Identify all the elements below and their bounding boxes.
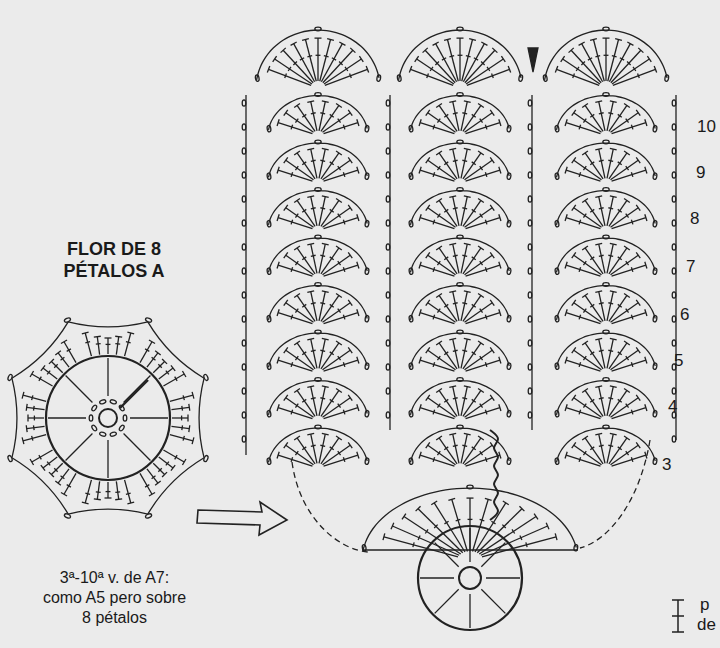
row-number: 4 (668, 398, 677, 416)
chart-caption: 3ª-10ª v. de A7: como A5 pero sobre 8 pé… (42, 568, 187, 628)
cut-off-text: p (700, 596, 709, 614)
row-number: 9 (696, 164, 705, 182)
row-number: 5 (674, 352, 683, 370)
chart-title: FLOR DE 8 PÉTALOS A (38, 238, 190, 282)
cut-off-text: de (697, 616, 716, 634)
row-number: 10 (697, 118, 716, 136)
row-number: 7 (686, 258, 695, 276)
row-number: 3 (662, 456, 671, 474)
stitch-drawing (7, 27, 684, 632)
row-number: 6 (680, 306, 689, 324)
row-number: 8 (690, 210, 699, 228)
